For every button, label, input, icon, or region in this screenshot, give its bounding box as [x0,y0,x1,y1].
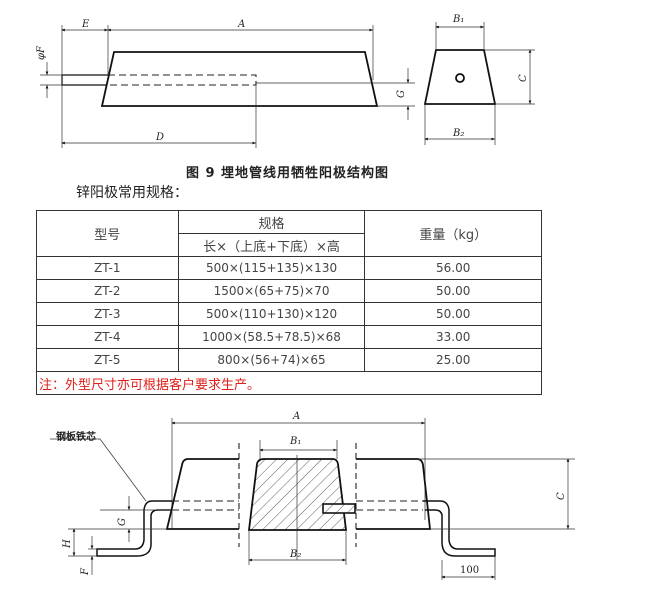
cell-weight: 50.00 [364,279,542,303]
dim-G: G [396,90,407,98]
table-note: 注：外型尺寸亦可根据客户要求生产。 [36,371,542,395]
table-subheader-row: 长×（上底+下底）×高 [37,233,542,257]
side-view-drawing: E A D φF G [36,19,415,148]
dim-B2-bottom: B₂ [289,549,301,560]
end-view-drawing: B₁ B₂ C [423,14,535,145]
header-spec-sub: 长×（上底+下底）×高 [177,233,366,257]
cell-weight: 56.00 [364,256,542,280]
bracelet-anode-drawing: A B₁ B₂ C G H F 100 [50,411,575,580]
figure-caption: 图 9 埋地管线用牺牲阳极结构图 [185,166,390,181]
dim-F: φF [36,45,47,60]
cell-model: ZT-2 [36,279,179,303]
header-spec: 规格 [177,210,366,234]
cell-weight: 50.00 [364,302,542,326]
header-model: 型号 [36,210,179,257]
cell-weight: 33.00 [364,325,542,349]
cell-model: ZT-5 [36,348,179,372]
steel-core-label: 钢板铁芯 [56,432,96,443]
cell-model: ZT-3 [36,302,179,326]
cell-spec: 1000×(58.5+78.5)×68 [177,325,366,349]
header-weight: 重量（kg） [364,210,542,257]
dim-D: D [155,132,164,143]
cell-spec: 800×(56+74)×65 [177,348,366,372]
dim-A-bottom: A [292,411,300,422]
dim-E: E [81,19,90,30]
cell-model: ZT-1 [36,256,179,280]
dim-C-bottom: C [556,492,567,500]
cell-spec: 500×(110+130)×120 [177,302,366,326]
dim-G-bottom: G [117,518,128,526]
dim-F-bottom: F [80,567,91,576]
spec-title: 锌阳极常用规格： [76,185,188,201]
cell-spec: 500×(115+135)×130 [177,256,366,280]
dim-B2: B₂ [452,128,464,139]
cell-weight: 25.00 [364,348,542,372]
dim-B1-bottom: B₁ [289,436,301,447]
dim-H-bottom: H [62,539,73,549]
table-header-row: 型号 规格 重量（kg） [36,210,542,257]
dim-B1: B₁ [452,14,464,25]
dim-A: A [237,19,245,30]
table-note-row: 注：外型尺寸亦可根据客户要求生产。 [36,371,542,395]
dim-100: 100 [460,565,479,576]
cell-model: ZT-4 [36,325,179,349]
dim-C: C [518,74,529,82]
cell-spec: 1500×(65+75)×70 [177,279,366,303]
